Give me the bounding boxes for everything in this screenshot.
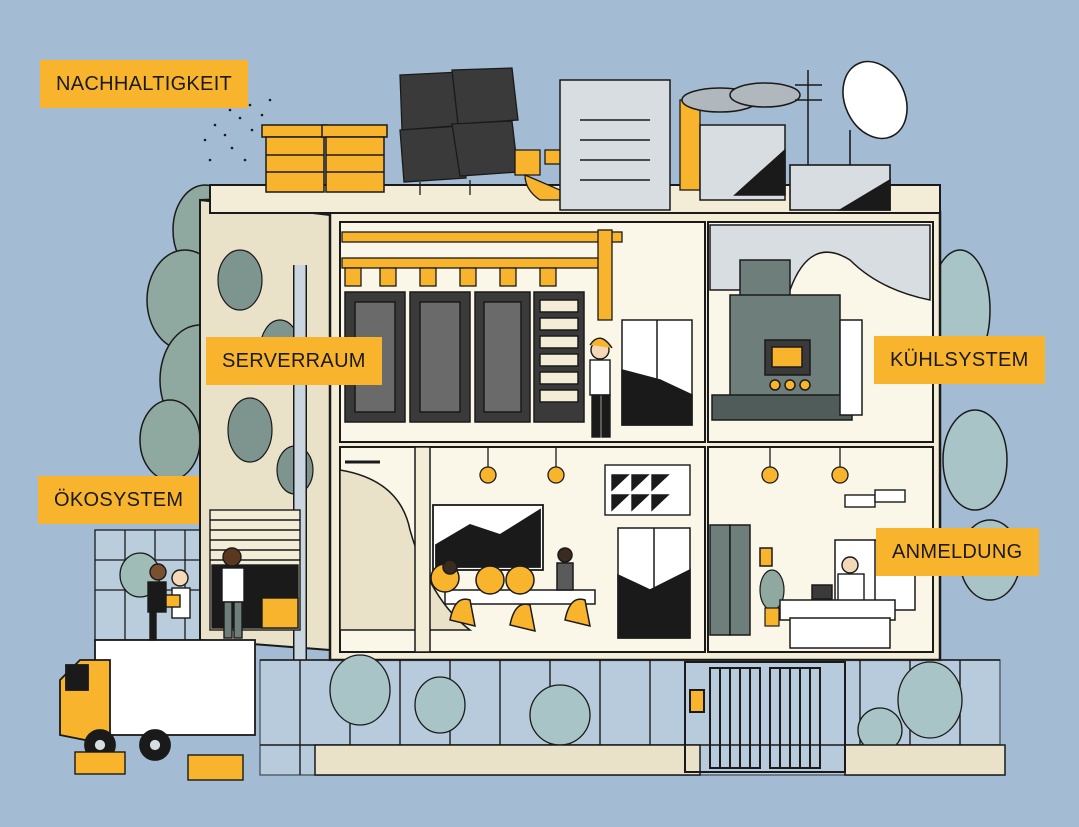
parcels (74, 751, 244, 781)
server-room-window (621, 319, 693, 426)
label-sustainability: NACHHALTIGKEIT (40, 60, 249, 108)
reception-plant (759, 569, 785, 627)
pendant-lamps (479, 447, 849, 484)
label-cooling-system: KÜHLSYSTEM (874, 336, 1045, 384)
bee-swarm (203, 98, 272, 162)
vent-panel (604, 464, 691, 516)
label-ecosystem: ÖKOSYSTEM (38, 476, 200, 524)
meeting-screen (432, 504, 544, 571)
fence-base (314, 744, 701, 776)
delivery-workers (147, 547, 245, 641)
beehives (261, 124, 388, 193)
security-cameras (844, 489, 906, 508)
antenna (795, 70, 822, 170)
meeting-table (430, 547, 596, 633)
receptionist (837, 556, 865, 605)
truck-cargo-box (94, 639, 256, 736)
label-registration: ANMELDUNG (876, 528, 1039, 576)
cable-trays (341, 229, 623, 321)
solar-panels (399, 67, 519, 195)
elevator (709, 524, 773, 636)
fence-trees (329, 654, 963, 753)
technician-figure (589, 337, 613, 438)
hvac-unit (559, 79, 671, 211)
reception-desk (779, 584, 896, 649)
meeting-door (617, 527, 691, 639)
cooling-machine (709, 224, 931, 421)
satellite-dish (789, 60, 908, 211)
delivery-truck (59, 639, 256, 761)
entrance-gate (684, 661, 846, 773)
cooling-tower (681, 82, 801, 201)
label-server-room: SERVERRAUM (206, 337, 382, 385)
